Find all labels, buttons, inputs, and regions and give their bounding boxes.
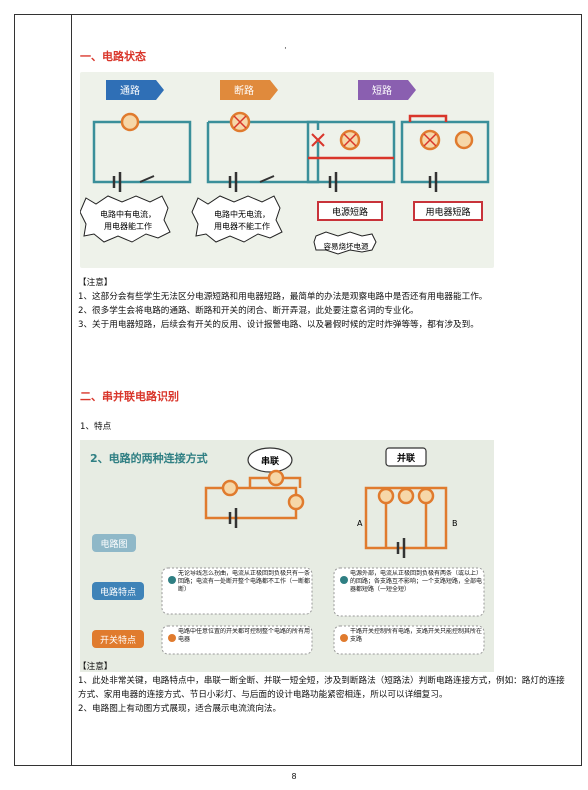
svg-text:并联: 并联 — [397, 452, 416, 464]
bubble-open-line1: 电路中有电流， — [100, 209, 156, 219]
series-switch-text: 电路中任意位置的开关都可控制整个电路的所有用电器 — [178, 628, 310, 643]
connection-modes-figure: 2、电路的两种连接方式 串联 并联 — [80, 440, 494, 672]
page-frame — [14, 14, 582, 766]
section2-heading: 二、串并联电路识别 — [80, 390, 179, 403]
note2-title: 【注意】 — [78, 662, 113, 672]
svg-text:开关特点: 开关特点 — [100, 634, 136, 646]
fig2-title: 2、电路的两种连接方式 — [90, 451, 208, 465]
circuit-states-figure: 通路 断路 短路 — [80, 72, 494, 268]
svg-text:用电器短路: 用电器短路 — [425, 206, 470, 218]
bubble-open-line2: 用电器能工作 — [104, 221, 152, 231]
series-circuit — [204, 469, 305, 528]
tab-break-label: 断路 — [234, 84, 254, 97]
series-feature-text: 无论导线怎么拐曲，电流从正极回到负极只有一条回路；电流有一处断开整个电路都不工作… — [178, 570, 310, 593]
note-2: 2、很多学生会将电路的通路、断路和开关的闭合、断开弄混，此处要注意名词的专业化。 — [78, 306, 419, 316]
point-b: B — [452, 519, 458, 528]
note2-2: 2、电路图上有动图方式展现，适合展示电流流向法。 — [78, 704, 282, 714]
svg-text:电路图: 电路图 — [100, 538, 127, 550]
left-margin-column — [14, 14, 72, 766]
label-source-short: 电源短路 — [317, 201, 383, 221]
row-switch-label: 开关特点 — [92, 630, 144, 648]
bubble-break-line1: 电路中无电流， — [214, 209, 270, 219]
parallel-badge: 并联 — [385, 447, 427, 467]
bubble-break: 电路中无电流， 用电器不能工作 — [191, 195, 283, 243]
svg-text:容易烧坏电源: 容易烧坏电源 — [324, 241, 369, 251]
circuit-open — [92, 112, 192, 192]
tab-open-label: 通路 — [120, 84, 140, 97]
section2-notes: 【注意】 1、此处非常关键，电路特点中，串联一断全断、并联一短全短，涉及到断路法… — [78, 660, 572, 716]
tab-short-label: 短路 — [372, 84, 392, 97]
row-diagram-label: 电路图 — [92, 534, 136, 552]
break-mark-icon — [311, 133, 325, 147]
parallel-switch-text: 干路开关控制所有电路，支路开关只能控制其所在支路 — [350, 628, 482, 643]
circuit-source-short — [306, 120, 396, 192]
bubble-open: 电路中有电流， 用电器能工作 — [80, 195, 171, 243]
content-column: 一、电路状态 · 通路 断路 短路 — [76, 14, 576, 766]
note-3: 3、关于用电器短路，后续会有开关的反用、设计报警电路、以及暑假时候的定时炸弹等等… — [78, 320, 479, 330]
bubble-damage: 容易烧坏电源 — [313, 231, 377, 255]
tab-short-circuit: 短路 — [358, 80, 416, 100]
series-badge: 串联 — [247, 447, 293, 473]
svg-text:电源短路: 电源短路 — [332, 206, 368, 218]
note-title: 【注意】 — [78, 278, 113, 288]
svg-text:串联: 串联 — [261, 455, 280, 467]
tab-broken-circuit: 断路 — [220, 80, 278, 100]
label-device-short: 用电器短路 — [413, 201, 483, 221]
circuit-device-short — [400, 114, 490, 192]
series-feature-bullet-icon — [168, 576, 176, 584]
row-features-label: 电路特点 — [92, 582, 144, 600]
parallel-feature-bullet-icon — [340, 576, 348, 584]
parallel-circuit — [364, 486, 448, 558]
section1-heading: 一、电路状态 — [80, 50, 146, 63]
page-number: 8 — [291, 772, 297, 781]
parallel-feature-text: 电源外部，电流从正极回到负极有两条（或以上）的回路；各支路互不影响；一个支路短路… — [350, 570, 482, 593]
svg-text:电路特点: 电路特点 — [100, 586, 136, 598]
section2-item1: 1、特点 — [80, 422, 112, 432]
note2-1: 1、此处非常关键，电路特点中，串联一断全断、并联一短全短，涉及到断路法（短路法）… — [78, 676, 565, 700]
tab-open-circuit: 通路 — [106, 80, 164, 100]
circuit-broken — [206, 111, 320, 192]
note-1: 1、这部分会有些学生无法区分电源短路和用电器短路，最简单的办法是观察电路中是否还… — [78, 292, 488, 302]
parallel-switch-bullet-icon — [340, 634, 348, 642]
series-switch-bullet-icon — [168, 634, 176, 642]
bubble-break-line2: 用电器不能工作 — [214, 221, 270, 231]
section1-notes: 【注意】 1、这部分会有些学生无法区分电源短路和用电器短路，最简单的办法是观察电… — [78, 276, 572, 332]
stray-dot: · — [284, 44, 287, 54]
point-a: A — [357, 519, 363, 528]
